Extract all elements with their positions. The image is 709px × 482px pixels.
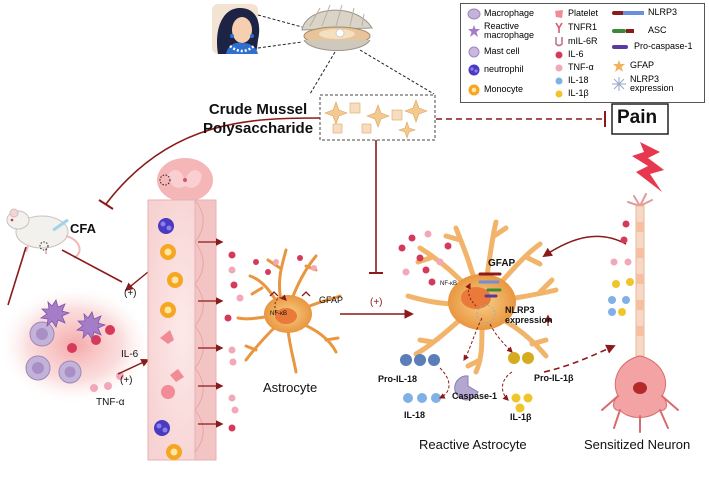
legend-item-il1b: IL-1β <box>553 88 589 99</box>
mussel-icon <box>301 4 373 51</box>
legend-item-tnfr1: TNFR1 <box>553 22 597 34</box>
woman-icon <box>212 4 260 54</box>
pain-box <box>611 103 669 135</box>
nlrp3-expression-label: NLRP3 expression <box>505 305 553 325</box>
legend-item-mil6r: mIL-6R <box>553 36 598 48</box>
inflamed-tissue <box>0 285 153 405</box>
plus-label-astro: (+) <box>370 297 383 308</box>
legend-item-nlrp3: NLRP3 <box>611 7 677 17</box>
legend-item-monocyte: Monocyte <box>467 84 523 96</box>
sensitized-neuron-label: Sensitized Neuron <box>584 437 691 452</box>
crude-mussel-title: Crude Mussel Polysaccharide <box>202 101 314 137</box>
pain-label: Pain <box>617 107 658 128</box>
astrocyte-cell <box>236 248 342 374</box>
legend-item-platelet: Platelet <box>553 8 598 20</box>
blood-vessel <box>147 199 217 461</box>
nfkb-label-reactive: NF-κB <box>440 281 457 287</box>
pro-il1b-label: Pro-IL-1β <box>534 373 574 383</box>
legend-item-pro-caspase-1: Pro-caspase-1 <box>611 41 693 51</box>
cytokines-tnfa <box>228 266 244 414</box>
legend-item-il18: IL-18 <box>553 75 589 86</box>
spinal-cord-icon <box>157 158 213 202</box>
legend-item-macrophage: Macrophage <box>467 8 534 20</box>
nfkb-label-astrocyte: NF-κB <box>270 311 287 317</box>
pro-il18-label: Pro-IL-18 <box>378 374 418 384</box>
polysaccharide-molecules <box>324 99 428 139</box>
legend: Macrophage Reactive macrophage Mast cell… <box>460 3 705 103</box>
rat-icon <box>6 208 81 259</box>
legend-item-neutrophil: neutrophil <box>467 64 524 76</box>
legend-item-nlrp3-expression: NLRP3 expression <box>611 74 674 94</box>
legend-item-tnfa: TNF-α <box>553 62 594 73</box>
pro-il18-cluster <box>400 354 441 403</box>
lightning-icon <box>632 142 664 192</box>
gfap-label-astrocyte: GFAP <box>319 295 344 305</box>
legend-item-il6: IL-6 <box>553 49 584 60</box>
cytokines-il6 <box>224 251 238 432</box>
inhibit-cfa-line <box>105 117 321 205</box>
legend-item-asc: ASC <box>611 25 667 35</box>
reactive-astrocyte-cell <box>405 219 559 375</box>
legend-item-reactive-macrophage: Reactive macrophage <box>467 21 534 41</box>
tnfa-label: TNF-α <box>96 397 125 408</box>
legend-item-gfap: GFAP <box>611 59 654 73</box>
caspase1-label: Caspase-1 <box>452 391 498 401</box>
il18-label: IL-18 <box>404 410 426 420</box>
pro-il1b-cluster <box>508 352 534 413</box>
il6-label: IL-6 <box>121 349 139 360</box>
plus-label-vessel: (+) <box>124 288 137 299</box>
plus-label-tissue: (+) <box>120 375 133 386</box>
reactive-astrocyte-label: Reactive Astrocyte <box>419 437 527 452</box>
caspase-icon <box>454 375 479 401</box>
legend-item-mast-cell: Mast cell <box>467 46 520 58</box>
il1b-label: IL-1β <box>510 412 532 422</box>
cfa-label: CFA <box>70 221 96 236</box>
gfap-label-reactive: GFAP <box>488 258 516 269</box>
astrocyte-label: Astrocyte <box>263 380 318 395</box>
sensitized-neuron <box>601 193 679 433</box>
